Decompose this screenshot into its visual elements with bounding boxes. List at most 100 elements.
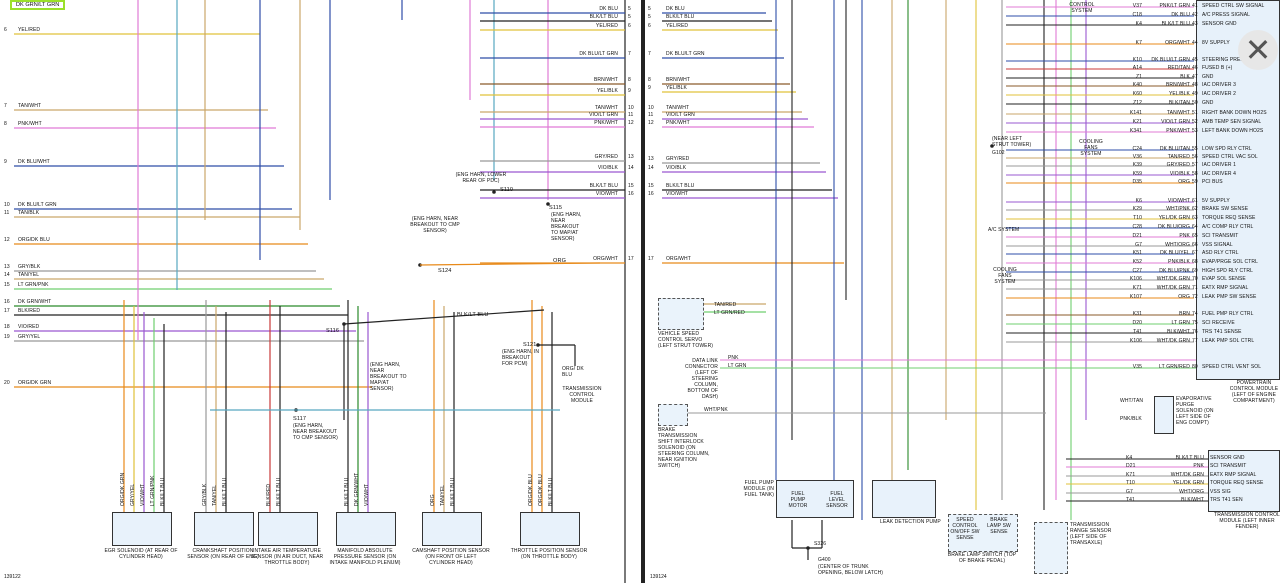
pcm-pin-number: 43 [1192,21,1198,27]
right-input-num: 6 [648,23,651,29]
pcm-pin-wire: WHT/DK GRN [1156,276,1190,282]
component-box-0[interactable] [112,512,172,546]
splice-s110-note: (ENG HARN, LOWER REAR OF PDC) [455,172,507,184]
splice-s110: S110 [500,187,514,193]
pcm-pin-func: SENSOR GND [1202,21,1237,27]
brake-lamp-switch-box[interactable] [948,514,1018,552]
pcm-pin-code: C24 [1132,146,1142,152]
brake-shift-box[interactable] [658,404,688,426]
left-wire-num: 6 [4,27,7,33]
component-sub: (ON INTAKE MANIFOLD PLENUM) [329,554,401,566]
pcm-pin-number: 49 [1192,91,1198,97]
tcm-sub: (LEFT INNER FENDER) [1235,518,1275,530]
pcm-pin-number: 51 [1192,110,1198,116]
pcm-pin-func: GND [1202,100,1214,106]
pcm-pin-func: LOW SPD RLY CTRL [1202,146,1252,152]
close-button[interactable]: ✕ [1238,30,1278,70]
pcm-pin-number: 44 [1192,40,1198,46]
ac-system-label: A/C SYSTEM [988,227,1020,233]
left-wire-label: GRY/YEL [18,334,41,340]
cooling-fans-label: COOLING FANS SYSTEM [1079,139,1103,157]
trs-box[interactable] [1034,522,1068,574]
right-input-num: 8 [648,77,651,83]
component-name: CAMSHAFT POSITION SENSOR [412,548,490,554]
g102-dot [990,144,994,148]
pcm-pin-wire: WHT/DK GRN [1156,285,1190,291]
brake-lamp-switch-label: BRAKE LAMP SWITCH (TOP OF BRAKE PEDAL) [946,552,1018,564]
evap-wire-1: WHT/TAN [1120,398,1144,404]
pcm-pin-func: AMB TEMP SEN SIGNAL [1202,119,1262,125]
component-box-2[interactable] [258,512,318,546]
left-wire-label: PNK/WHT [18,121,42,127]
component-box-5[interactable] [520,512,580,546]
pcm-pin-code: K106 [1129,338,1142,344]
pcm-pin-wire: BRN/WHT [1165,82,1190,88]
right-wire-label: VIO/WHT [595,191,618,197]
pcm-pin-wire: BRN [1179,311,1190,317]
right-input-num: 16 [648,191,654,197]
component-box-4[interactable] [422,512,482,546]
pcm-pin-code: G7 [1135,242,1142,248]
component-box-3[interactable] [336,512,396,546]
pcm-pin-number: 74 [1192,311,1198,317]
brake-shift-sub: (ON STEERING COLUMN, NEAR IGNITION SWITC… [658,445,710,469]
evap-purge-name: EVAPORATIVE PURGE SOLENOID [1176,396,1212,414]
right-input-label: DK BLU [666,6,685,12]
pcm-pin-number: 56 [1192,154,1198,160]
left-wire-label: GRY/BLK [18,264,41,270]
pcm-pin-code: K60 [1132,91,1142,97]
splice-s116-note: (ENG HARN, NEAR BREAKOUT TO MAP/AT SENSO… [370,362,407,392]
pcm-pin-wire: BLK/LT BLU [1161,21,1190,27]
fuel-pump-module-label: FUEL PUMP MODULE (IN FUEL TANK) [732,480,774,498]
left-wire-label: ORG/DK GRN [18,380,52,386]
right-input-label: VIO/WHT [666,191,689,197]
component-pin-label: BLK/LT BLU [344,477,350,506]
pcm-pin-number: 68 [1192,259,1198,265]
pcm-pin-func: FUSED B (+) [1202,65,1233,71]
dlc-wire-1: PNK [728,355,739,361]
pcm-pin-func: LEAK PMP SW SENSE [1202,294,1257,300]
left-wire-num: 12 [4,237,10,243]
s326-label: S326 [814,541,827,547]
right-wire-num: 5 [628,14,631,20]
pcm-pin-code: K71 [1132,285,1142,291]
component-pin-label: VIO/WHT [140,483,146,506]
right-input-label: GRY/RED [666,156,690,162]
pcm-pin-number: 62 [1192,206,1198,212]
pcm-pin-func: IAC DRIVER 1 [1202,162,1236,168]
splice-s117: S117 [293,416,307,422]
pcm-pin-func: VSS SIGNAL [1202,242,1233,248]
fuel-pump-module-box[interactable] [776,480,854,518]
left-figure-id: 139122 [4,574,21,580]
pcm-pin-wire: LT GRN/RED [1159,364,1190,370]
pcm-pin-number: 76 [1192,329,1198,335]
right-wire-label: ORG/WHT [593,256,618,262]
pcm-pin-code: A14 [1132,65,1142,71]
component-pin-label: BLK/RED [266,483,272,506]
tcm-pin-func: SCI TRANSMIT [1210,463,1247,469]
left-wire-num: 10 [4,202,10,208]
vsc-wire-1: TAN/RED [714,302,737,308]
right-input-label: VIO/LT GRN [666,112,695,118]
vsc-servo-box[interactable] [658,298,704,330]
close-icon: ✕ [1244,32,1272,68]
left-wire-num: 8 [4,121,7,127]
leak-detection-pump-box[interactable] [872,480,936,518]
left-wire-label: VIO/RED [18,324,40,330]
tcm-box[interactable] [1208,450,1280,512]
trs-name: TRANSMISSION RANGE SENSOR [1070,522,1112,534]
right-wire-num: 17 [628,256,634,262]
pcm-pin-code: K341 [1129,128,1142,134]
pcm-pin-func: IAC DRIVER 3 [1202,82,1236,88]
right-input-num: 17 [648,256,654,262]
right-wiring-svg [662,0,1246,560]
component-pin-label: ORG/DK BLU [538,474,544,506]
component-box-1[interactable] [194,512,254,546]
right-input-num: 11 [648,112,654,118]
evap-purge-box[interactable] [1154,396,1174,434]
top-wire-tag[interactable]: DK GRN/LT GRN [10,0,66,10]
splice-s117-note: (ENG HARN, NEAR BREAKOUT TO CMP SENSOR) [293,423,338,441]
pcm-pin-code: K52 [1132,259,1142,265]
pcm-pin-wire: BLK/TAN [1168,100,1190,106]
component-pin-label: ORG/DK BLU [528,474,534,506]
